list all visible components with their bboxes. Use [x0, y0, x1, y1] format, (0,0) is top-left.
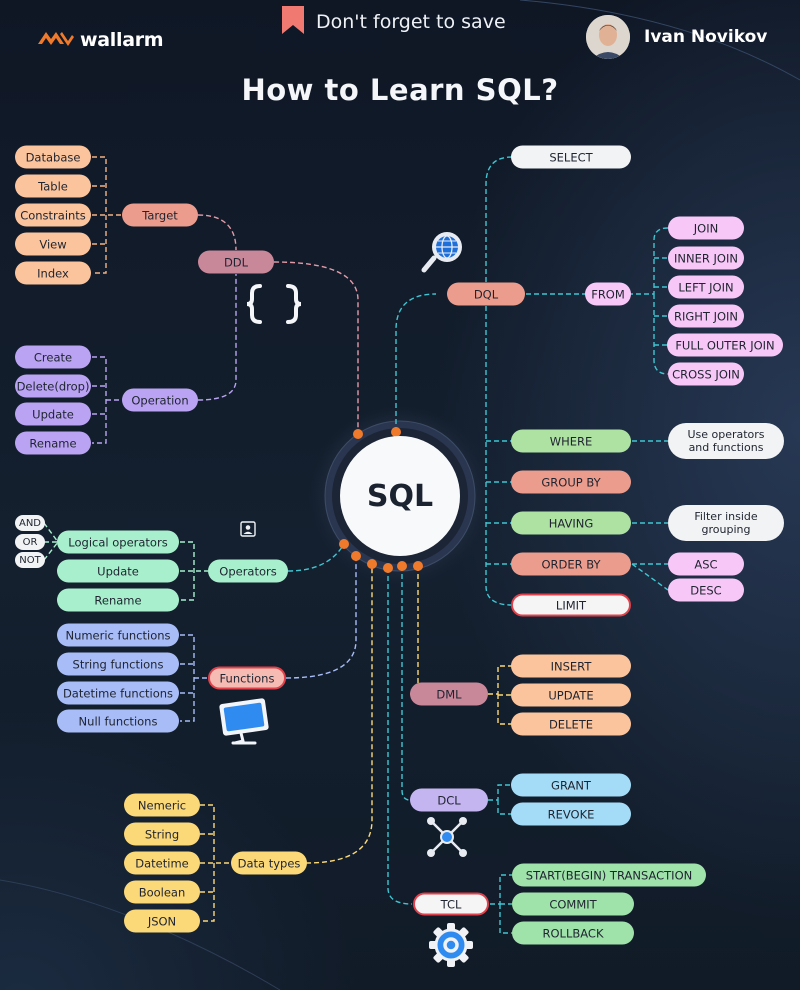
tcl-item-start-transaction: START(BEGIN) TRANSACTION — [512, 863, 706, 887]
functions-item-datetime: Datetime functions — [57, 681, 179, 705]
operators-node: Operators — [208, 559, 288, 583]
logical-item-or: OR — [15, 534, 45, 550]
functions-item-string: String functions — [57, 652, 179, 676]
where-note: Use operators and functions — [668, 423, 784, 459]
gear-icon — [428, 922, 474, 972]
save-banner: Don't forget to save — [282, 6, 506, 38]
having-node: HAVING — [511, 511, 631, 535]
author-avatar — [586, 15, 630, 59]
tcl-node: TCL — [413, 892, 489, 916]
bookmark-icon — [282, 6, 304, 38]
select-node: SELECT — [511, 145, 631, 169]
having-note: Filter inside grouping — [668, 505, 784, 541]
user-card-icon — [240, 521, 256, 541]
dml-node: DML — [410, 682, 488, 706]
functions-item-null: Null functions — [57, 709, 179, 733]
group-by-node: GROUP BY — [511, 470, 631, 494]
ddl-node: DDL — [198, 250, 274, 274]
author-block: Ivan Novikov — [586, 15, 767, 59]
where-node: WHERE — [511, 429, 631, 453]
datatype-item-string: String — [124, 822, 200, 846]
logical-item-and: AND — [15, 515, 45, 531]
tcl-item-commit: COMMIT — [512, 892, 634, 916]
from-item-inner-join: INNER JOIN — [668, 246, 744, 270]
from-node: FROM — [585, 282, 631, 306]
functions-node: Functions — [208, 666, 286, 690]
logo-text: wallarm — [80, 29, 164, 51]
datatype-item-datetime: Datetime — [124, 851, 200, 875]
target-node: Target — [122, 203, 198, 227]
dml-item-insert: INSERT — [511, 654, 631, 678]
target-item-database: Database — [15, 145, 91, 169]
operation-item-rename: Rename — [15, 431, 91, 455]
globe-search-icon — [420, 228, 470, 280]
wallarm-logo-icon — [38, 28, 74, 52]
author-name: Ivan Novikov — [644, 27, 768, 47]
limit-node: LIMIT — [511, 593, 631, 617]
operation-item-update: Update — [15, 402, 91, 426]
operation-node: Operation — [122, 388, 198, 412]
banner-text: Don't forget to save — [316, 11, 506, 33]
datatype-item-json: JSON — [124, 909, 200, 933]
target-item-constraints: Constraints — [15, 203, 91, 227]
tcl-item-rollback: ROLLBACK — [512, 921, 634, 945]
page-title: How to Learn SQL? — [241, 73, 559, 107]
wallarm-logo[interactable]: wallarm — [38, 28, 164, 52]
order-item-asc: ASC — [668, 552, 744, 576]
monitor-icon — [219, 697, 271, 749]
logical-operators-node: Logical operators — [57, 530, 179, 554]
from-item-full-outer-join: FULL OUTER JOIN — [667, 333, 783, 357]
operators-item-update: Update — [57, 559, 179, 583]
data-types-node: Data types — [231, 851, 307, 875]
logical-item-not: NOT — [15, 552, 45, 568]
dcl-item-grant: GRANT — [511, 773, 631, 797]
order-by-node: ORDER BY — [511, 552, 631, 576]
operators-item-rename: Rename — [57, 588, 179, 612]
datatype-item-numeric: Nemeric — [124, 793, 200, 817]
operation-item-create: Create — [15, 345, 91, 369]
target-item-table: Table — [15, 174, 91, 198]
dcl-node: DCL — [410, 788, 488, 812]
sql-center-node: SQL — [340, 436, 460, 556]
from-item-join: JOIN — [668, 216, 744, 240]
dql-node: DQL — [447, 282, 525, 306]
target-item-index: Index — [15, 261, 91, 285]
datatype-item-boolean: Boolean — [124, 880, 200, 904]
dml-item-update: UPDATE — [511, 683, 631, 707]
target-item-view: View — [15, 232, 91, 256]
from-item-right-join: RIGHT JOIN — [668, 304, 744, 328]
dml-item-delete: DELETE — [511, 712, 631, 736]
from-item-cross-join: CROSS JOIN — [668, 362, 744, 386]
functions-item-numeric: Numeric functions — [57, 623, 179, 647]
order-item-desc: DESC — [668, 578, 744, 602]
from-item-left-join: LEFT JOIN — [668, 275, 744, 299]
curly-braces-icon — [246, 284, 302, 328]
network-nodes-icon — [425, 815, 469, 863]
dcl-item-revoke: REVOKE — [511, 802, 631, 826]
operation-item-delete: Delete(drop) — [15, 374, 91, 398]
